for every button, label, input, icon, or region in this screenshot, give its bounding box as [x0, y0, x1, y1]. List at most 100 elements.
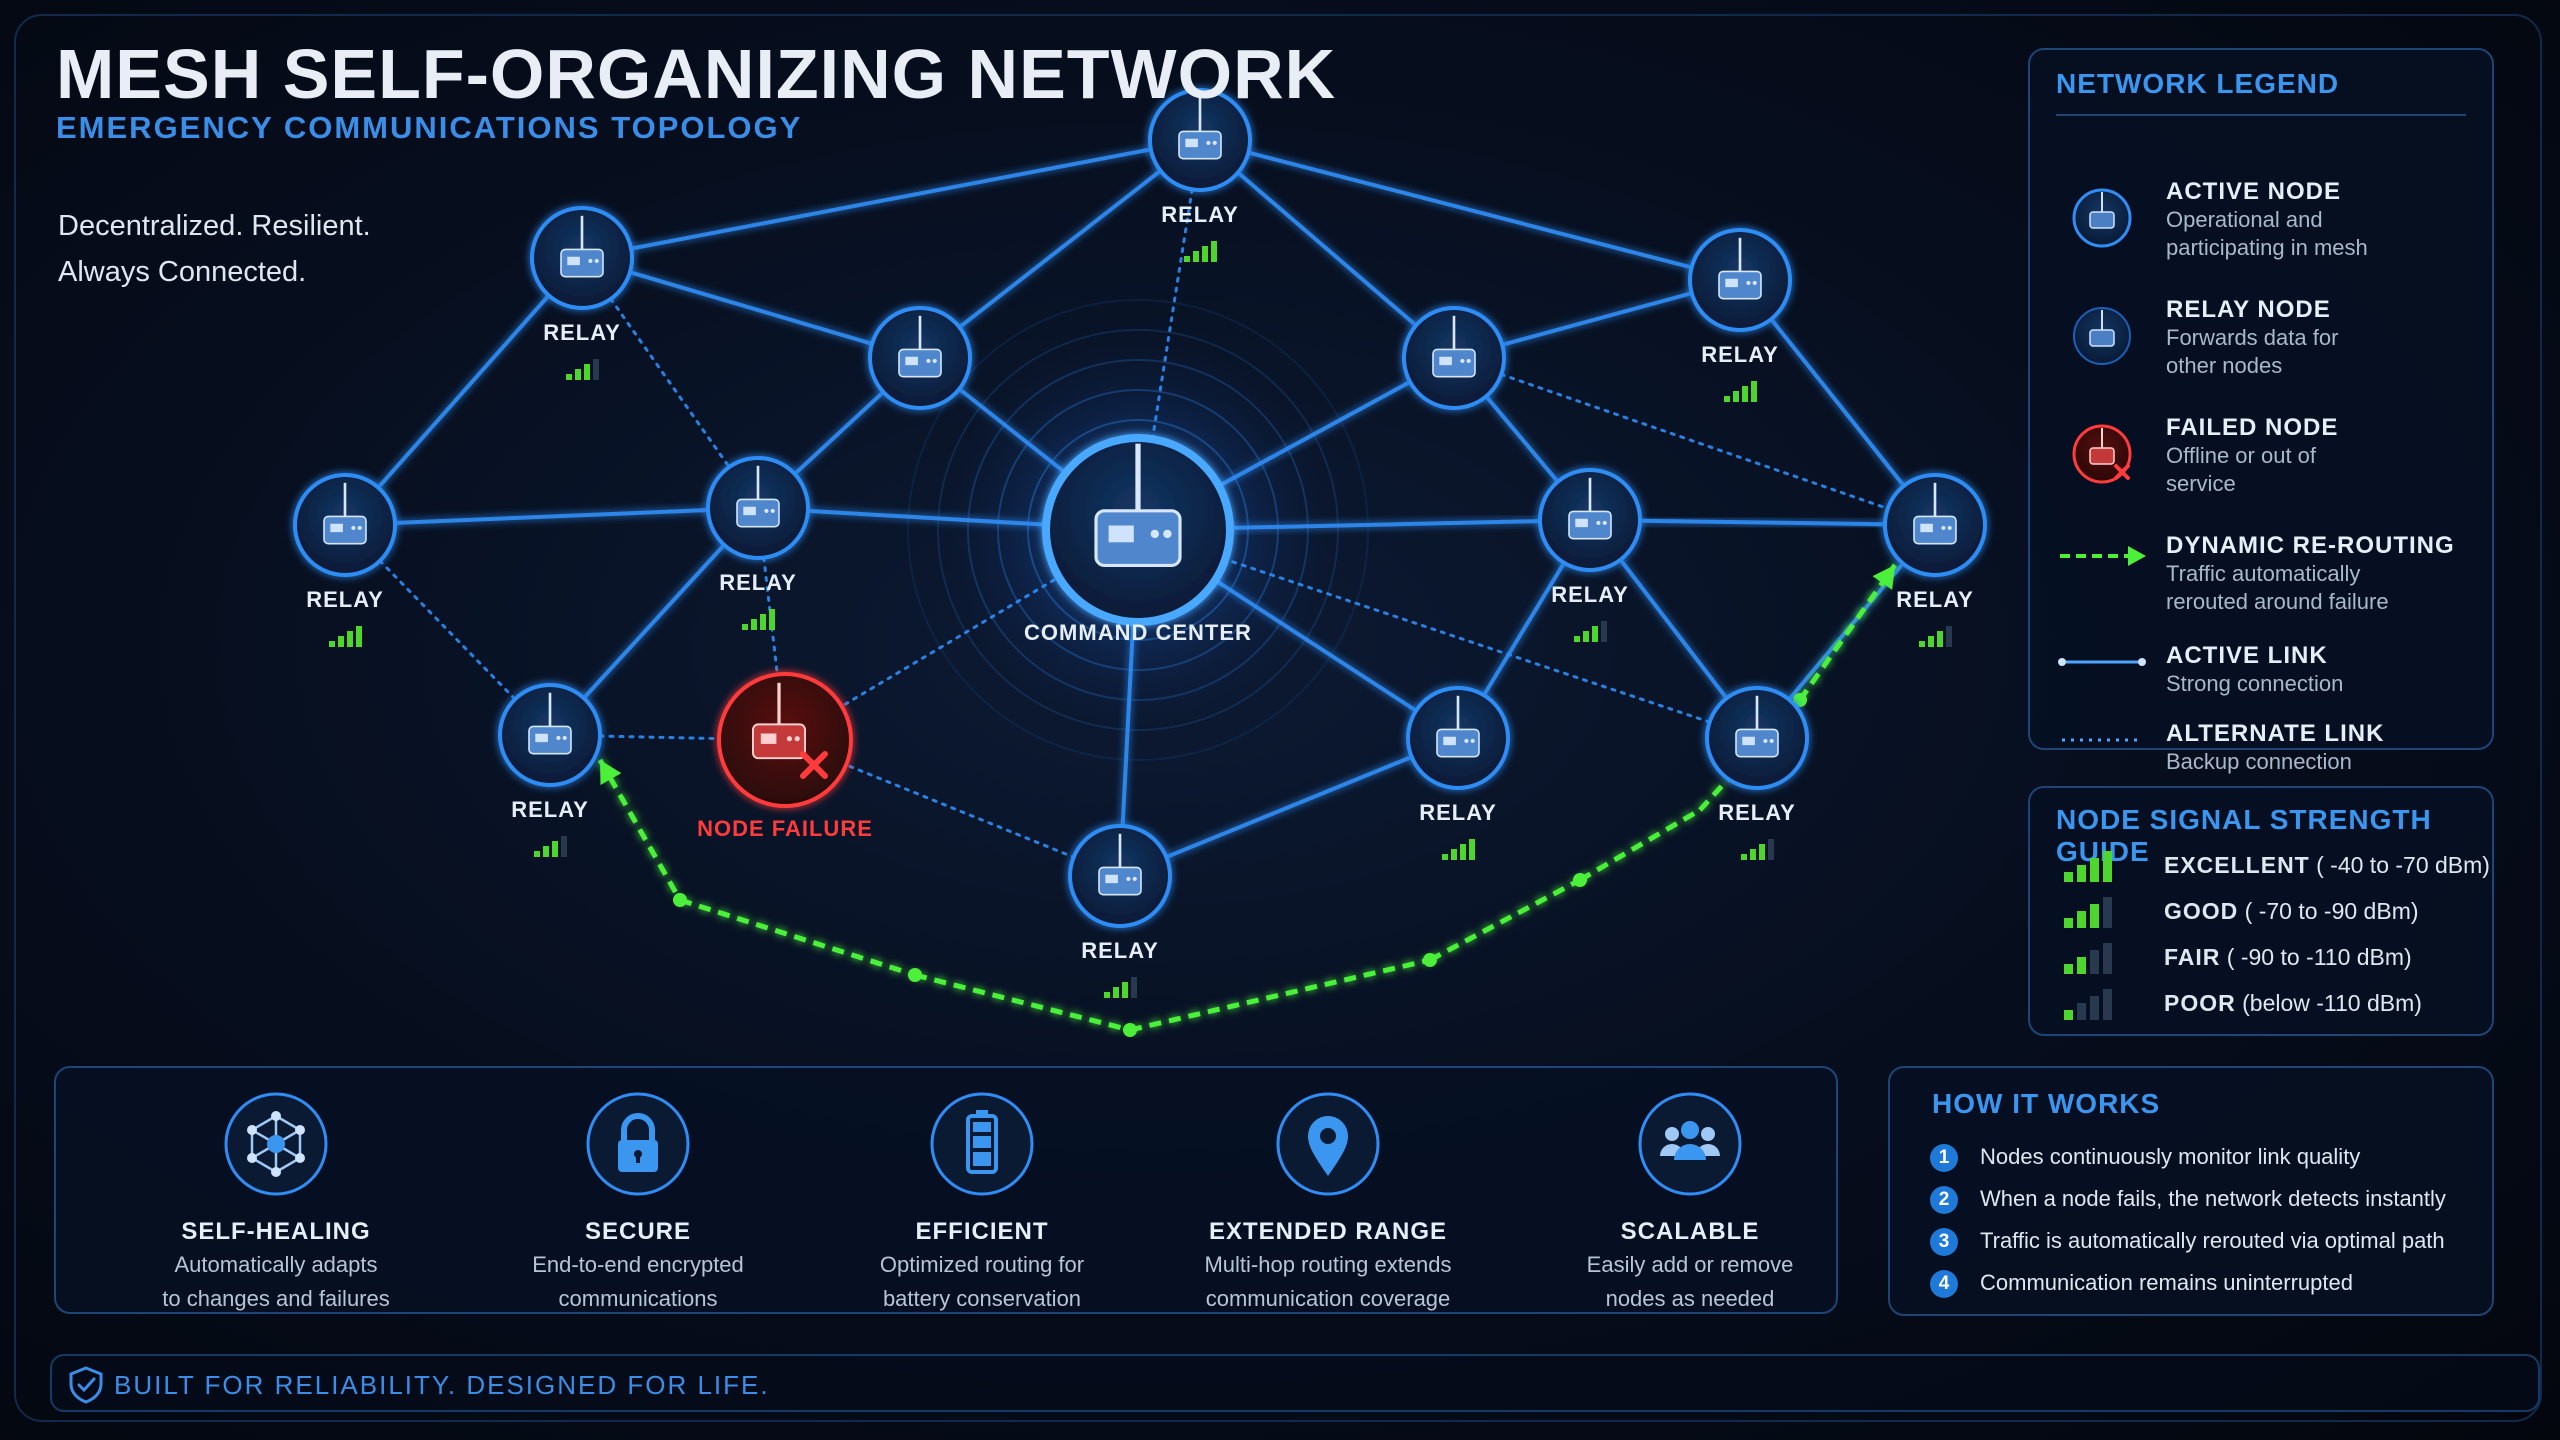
active-link [1119, 736, 1459, 878]
reroute-segment [1797, 563, 1898, 702]
signal-bar [338, 636, 344, 647]
network-node-ur: RELAY [1688, 228, 1792, 402]
device-screen [567, 256, 580, 266]
signal-ripple [997, 389, 1279, 671]
tagline-line: Decentralized. Resilient. [58, 210, 371, 242]
device-led [1150, 529, 1160, 539]
signal-bars-icon [2064, 897, 2112, 928]
relay-label: RELAY [543, 320, 621, 345]
reroute-arrowhead [1793, 693, 1807, 707]
command-center-label: COMMAND CENTER [1024, 620, 1252, 645]
signal-bar [2103, 989, 2112, 1020]
signal-level-name: POOR [2164, 990, 2236, 1016]
signal-bar [1733, 391, 1739, 402]
device-screen [1185, 138, 1198, 148]
active-link [1738, 278, 1937, 527]
signal-bar [2077, 865, 2086, 882]
network-node-lrc: RELAY [1406, 686, 1510, 860]
network-legend-panel: NETWORK LEGEND ACTIVE NODE Operational a… [2028, 48, 2494, 774]
device-body [528, 725, 572, 755]
relay-node-icon [2073, 307, 2131, 365]
signal-bar [760, 614, 766, 630]
reroute-arrowhead [600, 760, 622, 786]
how-it-works-title: HOW IT WORKS [1932, 1088, 2161, 1119]
device-led [786, 736, 793, 742]
reroute-arrowhead [1123, 1023, 1137, 1037]
signal-bar [356, 626, 362, 647]
signal-bar [1184, 256, 1190, 262]
reroute-arrowhead [1423, 953, 1437, 967]
device-screen [330, 523, 343, 533]
network-node-ll: RELAY [498, 683, 602, 857]
signal-ripple [967, 359, 1309, 701]
device-led [1206, 140, 1211, 146]
active-link [581, 138, 1201, 260]
signal-bar [1104, 992, 1110, 998]
outer-frame [14, 14, 2542, 1422]
active-link [1199, 138, 1741, 282]
device-led [926, 358, 931, 364]
device-led [1596, 520, 1601, 526]
device-led [1769, 738, 1774, 744]
signal-bar [1759, 844, 1765, 860]
network-node-ir [1402, 306, 1506, 410]
reroute-arrow-icon [2060, 546, 2146, 566]
feature-desc: nodes as needed [1605, 1286, 1775, 1311]
feature-label: SCALABLE [1620, 1218, 1760, 1245]
signal-bar [1946, 626, 1952, 647]
signal-bar [575, 369, 581, 380]
signal-ripple [1027, 419, 1249, 641]
relay-label: RELAY [719, 570, 797, 595]
footer-banner: BUILT FOR RELIABILITY. DESIGNED FOR LIFE… [50, 1354, 2540, 1412]
page-subtitle: EMERGENCY COMMUNICATIONS TOPOLOGY [56, 110, 803, 145]
signal-bar [1937, 631, 1943, 647]
legend-desc: Traffic automatically [2166, 561, 2361, 586]
signal-bar [1741, 854, 1747, 860]
feature-label: SECURE [584, 1218, 692, 1245]
device-screen [1105, 874, 1118, 884]
device-body [1735, 728, 1779, 758]
device-led [1941, 525, 1946, 531]
shield-check-icon [69, 1366, 103, 1404]
relay-label: RELAY [1161, 202, 1239, 227]
relay-label: RELAY [511, 797, 589, 822]
signal-bar [552, 841, 558, 857]
feature-desc: Optimized routing for [879, 1252, 1085, 1277]
signal-bar [584, 364, 590, 380]
feature-label: EFFICIENT [915, 1218, 1049, 1245]
signal-bar [347, 631, 353, 647]
step-number-badge: 3 [1930, 1228, 1958, 1256]
footer-text: BUILT FOR RELIABILITY. DESIGNED FOR LIFE… [114, 1370, 770, 1400]
legend-divider [2056, 114, 2466, 116]
active-node-icon [2072, 188, 2132, 248]
signal-bar [2064, 964, 2073, 974]
device-led [1460, 358, 1465, 364]
step-number-badge: 2 [1930, 1186, 1958, 1214]
signal-bar [1583, 631, 1589, 642]
signal-bar [2090, 858, 2099, 882]
signal-bar [2064, 1010, 2073, 1020]
feature-efficient: EFFICIENT Optimized routing for battery … [812, 1090, 1152, 1314]
device-screen [760, 733, 777, 744]
legend-desc: Offline or out of [2166, 443, 2317, 468]
legend-desc: Operational and [2166, 207, 2323, 232]
feature-desc: Multi-hop routing extends [1204, 1252, 1452, 1277]
device-screen [1742, 736, 1755, 746]
device-body [1432, 348, 1476, 378]
device-body [1098, 866, 1142, 896]
device-body [898, 348, 942, 378]
device-led [1470, 738, 1475, 744]
device-led [562, 735, 567, 741]
legend-desc: Forwards data for [2166, 325, 2339, 350]
reroute-segment [597, 758, 683, 902]
device-body [736, 498, 780, 528]
reroute-arrowhead [908, 968, 922, 982]
signal-bar [1131, 977, 1137, 998]
signal-bar [742, 624, 748, 630]
feature-secure: SECURE End-to-end encrypted communicatio… [468, 1090, 808, 1314]
signal-level-range: (below -110 dBm) [2242, 990, 2422, 1016]
signal-bar [1442, 854, 1448, 860]
step-number-badge: 1 [1930, 1144, 1958, 1172]
location-pin-icon [1276, 1092, 1380, 1196]
